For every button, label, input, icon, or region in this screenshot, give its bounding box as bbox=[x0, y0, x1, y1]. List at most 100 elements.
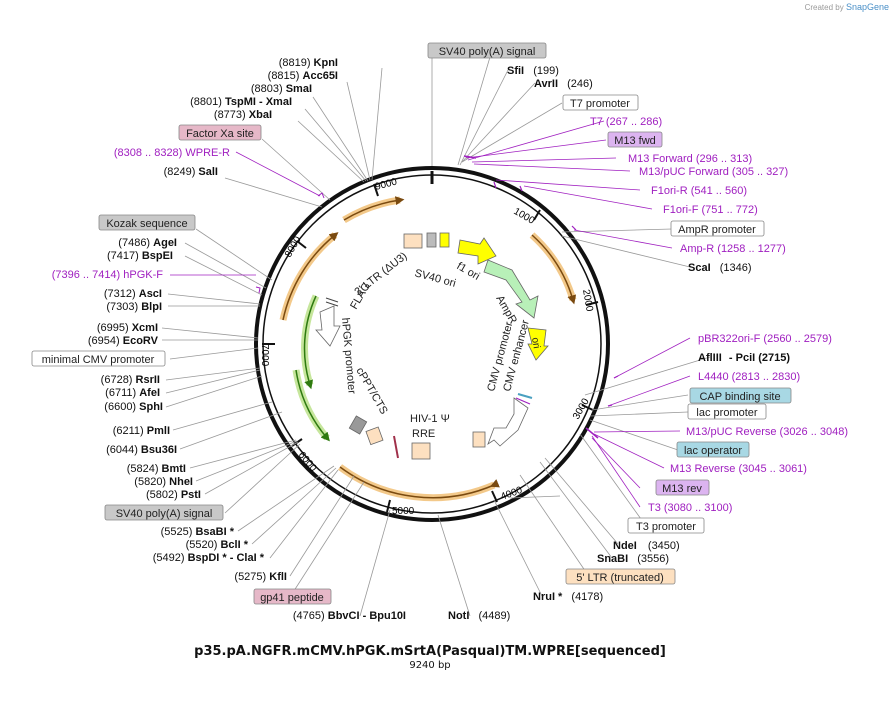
feature-cap-binding-site: CAP binding site bbox=[689, 387, 792, 404]
svg-text:(5824) BmtI: (5824) BmtI bbox=[127, 463, 186, 475]
snapgene-logo: SnapGene bbox=[845, 2, 889, 12]
svg-text:(6711) AfeI: (6711) AfeI bbox=[105, 387, 160, 399]
svg-text:(8773) XbaI: (8773) XbaI bbox=[214, 109, 272, 121]
svg-text:Factor Xa site: Factor Xa site bbox=[186, 128, 254, 140]
primer-hpgk-f: (7396 .. 7414) hPGK-F bbox=[52, 269, 164, 281]
primer-m13-puc-reverse: M13/pUC Reverse (3026 .. 3048) bbox=[686, 426, 848, 438]
svg-text:(5802) PstI: (5802) PstI bbox=[146, 489, 201, 501]
tick-7000: 7000 bbox=[259, 344, 270, 367]
svg-text:(7417) BspEI: (7417) BspEI bbox=[107, 250, 173, 262]
enzyme-kpni: KpnI bbox=[314, 57, 338, 69]
enzyme-noti: NotI bbox=[448, 610, 469, 622]
enzyme-afei: AfeI bbox=[139, 387, 160, 399]
feature-t7-promoter: T7 promoter bbox=[562, 94, 639, 111]
svg-text:(6044) Bsu36I: (6044) Bsu36I bbox=[106, 444, 177, 456]
svg-text:(7312) AscI: (7312) AscI bbox=[104, 288, 162, 300]
ori-arrow bbox=[527, 327, 549, 361]
primer-m13-reverse: M13 Reverse (3045 .. 3061) bbox=[670, 463, 807, 475]
svg-text:NruI * (4178): NruI * (4178) bbox=[533, 591, 603, 603]
primer-t3: T3 (3080 .. 3100) bbox=[648, 502, 732, 514]
inner-label-flag: FLAG bbox=[348, 281, 373, 312]
inner-features bbox=[315, 232, 549, 460]
svg-text:(6600) SphI: (6600) SphI bbox=[104, 401, 163, 413]
feature-kozak-sequence: Kozak sequence bbox=[98, 214, 196, 231]
enzyme-blpi: BlpI bbox=[141, 301, 162, 313]
feature-m13-fwd: M13 fwd bbox=[607, 131, 663, 148]
enzyme-sphi: SphI bbox=[139, 401, 163, 413]
plasmid-title: p35.pA.NGFR.mCMV.hPGK.mSrtA(Pasqual)TM.W… bbox=[194, 644, 666, 659]
enzyme-xcmi: XcmI bbox=[132, 322, 158, 334]
inner-label-ori: ori bbox=[529, 337, 542, 350]
enzyme-scai: ScaI bbox=[688, 262, 711, 274]
svg-text:CAP binding site: CAP binding site bbox=[699, 391, 780, 403]
feature-lac-operator: lac operator bbox=[676, 441, 750, 458]
svg-text:lac promoter: lac promoter bbox=[696, 407, 757, 419]
svg-text:M13 fwd: M13 fwd bbox=[614, 135, 656, 147]
tick-9000: 9000 bbox=[374, 176, 399, 192]
f1-ori-arrow bbox=[457, 237, 497, 265]
enzyme-nrui: NruI * bbox=[533, 591, 563, 603]
leader-lines bbox=[161, 56, 711, 617]
enzyme-tspmi: TspMI bbox=[225, 96, 256, 108]
svg-text:5' LTR (truncated): 5' LTR (truncated) bbox=[576, 572, 663, 584]
primer-pbr322ori-f: pBR322ori-F (2560 .. 2579) bbox=[698, 333, 832, 345]
enzyme-afliii: AflIII bbox=[698, 352, 722, 364]
primer-m13-forward: M13 Forward (296 .. 313) bbox=[628, 153, 752, 165]
inner-label-ampr: AmpR bbox=[493, 294, 519, 327]
feature-sv40-polya-top: SV40 poly(A) signal bbox=[427, 42, 547, 59]
svg-text:M13 rev: M13 rev bbox=[662, 483, 702, 495]
svg-text:(8803) SmaI: (8803) SmaI bbox=[251, 83, 312, 95]
svg-text:(6728) RsrII: (6728) RsrII bbox=[101, 374, 160, 386]
svg-text:lac operator: lac operator bbox=[684, 445, 742, 457]
enzyme-bcli: BclI * bbox=[220, 539, 248, 551]
svg-text:(5820) NheI: (5820) NheI bbox=[134, 476, 193, 488]
svg-text:(6995) XcmI: (6995) XcmI bbox=[97, 322, 158, 334]
psi-box bbox=[472, 431, 486, 448]
enzyme-rsrii: RsrII bbox=[136, 374, 160, 386]
plasmid-length: 9240 bp bbox=[409, 660, 451, 671]
enzyme-psti: PstI bbox=[181, 489, 201, 501]
svg-text:(5275) KflI: (5275) KflI bbox=[234, 571, 287, 583]
enzyme-bspdi: BspDI * bbox=[188, 552, 228, 564]
feature-boxes: SV40 poly(A) signal T7 promoter M13 fwd … bbox=[31, 42, 792, 605]
svg-text:(5520) BclI *: (5520) BclI * bbox=[186, 539, 249, 551]
svg-text:minimal CMV promoter: minimal CMV promoter bbox=[42, 354, 155, 366]
inner-label-hpgk: hPGK promoter bbox=[339, 317, 358, 395]
credit-prefix: Created by bbox=[804, 3, 844, 12]
svg-text:NotI (4489): NotI (4489) bbox=[448, 610, 510, 622]
cppt-box bbox=[365, 426, 384, 446]
enzyme-sali: SalI bbox=[198, 166, 218, 178]
enzyme-bmti: BmtI bbox=[162, 463, 186, 475]
ampr-arrow bbox=[483, 259, 539, 319]
feature-minimal-cmv-promoter: minimal CMV promoter bbox=[31, 350, 166, 367]
svg-text:SV40 poly(A) signal: SV40 poly(A) signal bbox=[439, 46, 536, 58]
enzyme-bsabi: BsaBI * bbox=[195, 526, 234, 538]
feature-t3-promoter: T3 promoter bbox=[627, 517, 705, 534]
svg-text:(5525) BsaBI *: (5525) BsaBI * bbox=[161, 526, 235, 538]
enzyme-acc65i: Acc65I bbox=[303, 70, 338, 82]
enzyme-smai: SmaI bbox=[286, 83, 312, 95]
f1-box bbox=[439, 232, 450, 248]
primer-amp-r: Amp-R (1258 .. 1277) bbox=[680, 243, 786, 255]
svg-text:NdeI (3450): NdeI (3450) bbox=[613, 540, 680, 552]
primer-t7: T7 (267 .. 286) bbox=[590, 116, 662, 128]
svg-text:(8801) TspMI - XmaI: (8801) TspMI - XmaI bbox=[190, 96, 292, 108]
svg-text:AflIII - PciI (2715): AflIII - PciI (2715) bbox=[698, 352, 790, 364]
primer-f1ori-r: F1ori-R (541 .. 560) bbox=[651, 185, 747, 197]
svg-text:(7486) AgeI: (7486) AgeI bbox=[118, 237, 177, 249]
primer-labels: (8308 .. 8328) WPRE-R (7396 .. 7414) hPG… bbox=[52, 116, 848, 514]
feature-m13-rev: M13 rev bbox=[655, 479, 710, 496]
svg-text:T3 promoter: T3 promoter bbox=[636, 521, 696, 533]
svg-text:SfiI (199): SfiI (199) bbox=[507, 65, 559, 77]
enzyme-avrii: AvrII bbox=[534, 78, 558, 90]
enzyme-ndei: NdeI bbox=[613, 540, 637, 552]
svg-text:Kozak sequence: Kozak sequence bbox=[106, 218, 187, 230]
feature-gp41-peptide: gp41 peptide bbox=[253, 588, 332, 605]
svg-text:(6211) PmlI: (6211) PmlI bbox=[113, 425, 170, 437]
svg-text:ScaI (1346): ScaI (1346) bbox=[688, 262, 752, 274]
feature-lac-promoter: lac promoter bbox=[687, 403, 767, 420]
svg-text:AmpR promoter: AmpR promoter bbox=[678, 224, 756, 236]
inner-label-rre: RRE bbox=[412, 428, 435, 440]
inner-label-cppt: cPPT/CTS bbox=[353, 366, 389, 417]
primer-f1ori-f: F1ori-F (751 .. 772) bbox=[663, 204, 758, 216]
